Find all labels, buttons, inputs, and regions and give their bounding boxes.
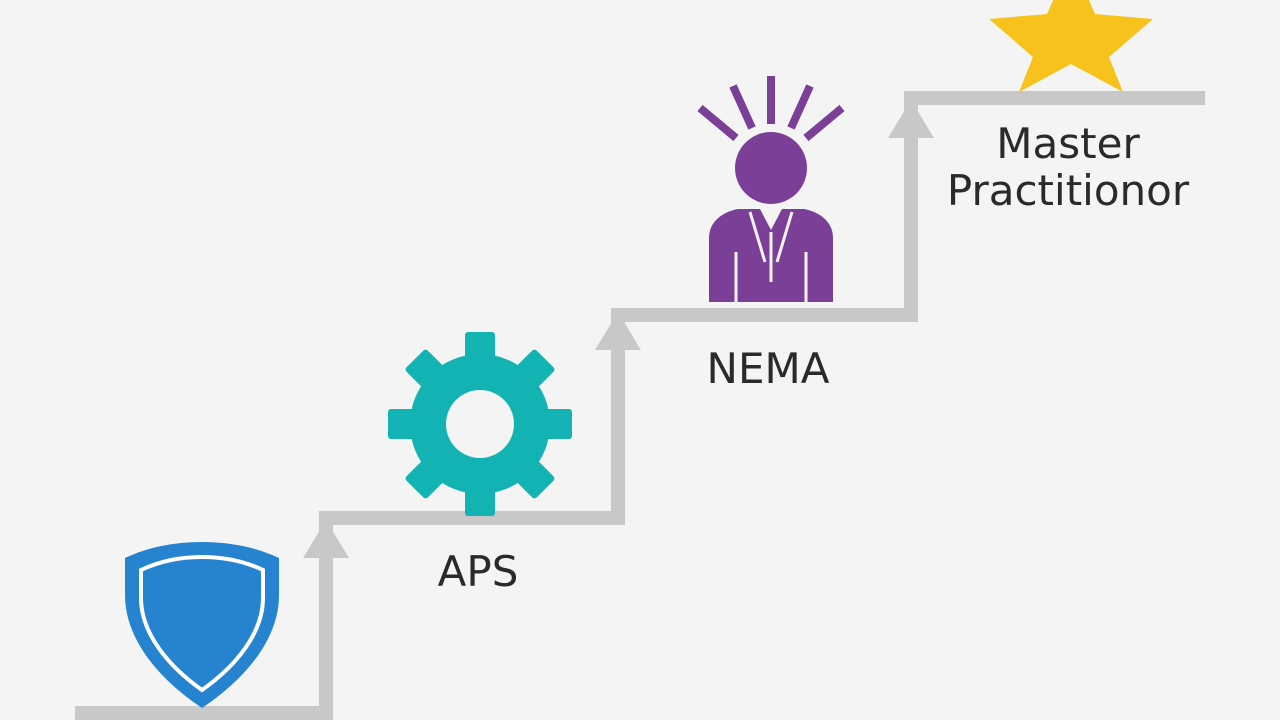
arrow-head-3: [888, 100, 934, 138]
shield-icon: [125, 542, 279, 708]
arrow-head-2: [595, 312, 641, 350]
step-label-master-line1: Master: [996, 119, 1140, 168]
arrow-head-1: [303, 520, 349, 558]
step-label-nema: NEMA: [706, 344, 830, 393]
idea-rays: [697, 76, 845, 142]
person-idea-icon: [697, 76, 845, 302]
stair-arrows: [303, 100, 934, 558]
step-label-master: Master Practitionor: [928, 120, 1208, 214]
person-suit-lines: [734, 211, 808, 302]
gear-icon: [388, 332, 572, 516]
star-icon: [989, 0, 1153, 92]
person-head: [735, 132, 807, 204]
step-label-aps: APS: [437, 547, 519, 596]
person-collar: [760, 209, 782, 230]
step-label-master-line2: Practitionor: [946, 166, 1190, 216]
